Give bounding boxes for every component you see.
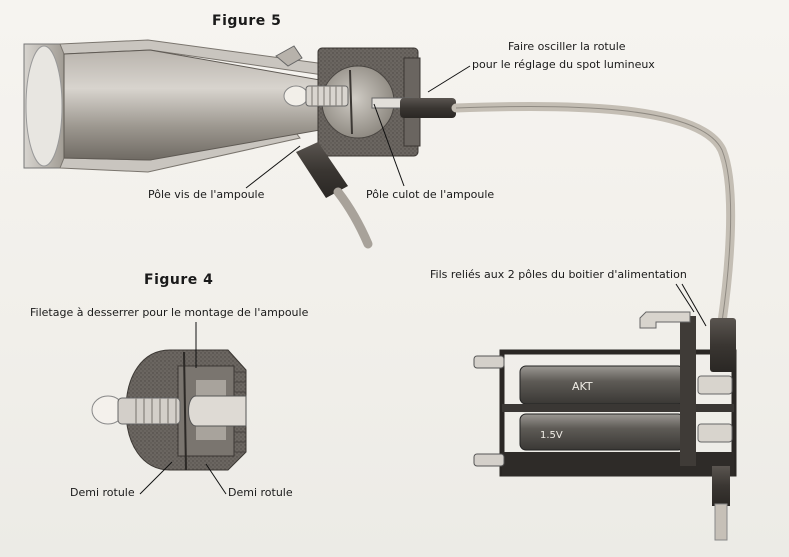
- figure5-title: Figure 5: [212, 13, 282, 29]
- label-base-pole: Pôle culot de l'ampoule: [366, 188, 495, 201]
- ball-joint-detail: [91, 349, 247, 471]
- top-stub: [275, 45, 303, 67]
- rod-bottom: [473, 453, 505, 467]
- battery-box: AKT 1.5V: [473, 311, 737, 541]
- label-half-left: Demi rotule: [70, 486, 135, 499]
- battery-top: [519, 365, 685, 405]
- plug-bottom: [712, 466, 730, 506]
- figure4-title: Figure 4: [144, 272, 214, 288]
- cable-sleeve-lower: [296, 142, 348, 198]
- flashlight-cutaway: [23, 39, 736, 327]
- lens-glass: [25, 45, 63, 167]
- label-oscillate-line1: Faire osciller la rotule: [508, 40, 626, 53]
- figure5-leaders: [245, 65, 707, 327]
- battery-box-floor: [502, 452, 734, 476]
- spring-contact-bottom: [697, 423, 733, 443]
- main-cable: [451, 101, 736, 327]
- lower-cable: [333, 187, 373, 249]
- label-screw-pole: Pôle vis de l'ampoule: [148, 188, 265, 201]
- bulb-glass: [283, 85, 309, 107]
- label-wires: Fils reliés aux 2 pôles du boitier d'ali…: [430, 268, 687, 281]
- battery-label-bottom: 1.5V: [540, 430, 563, 441]
- cable-sleeve-top: [400, 98, 456, 118]
- figure4-leaders: [139, 322, 227, 495]
- terminal-post: [680, 316, 696, 466]
- clip: [639, 311, 691, 329]
- ball-split: [349, 69, 353, 135]
- label-half-right: Demi rotule: [228, 486, 293, 499]
- detail-bulb-socket: [117, 397, 181, 425]
- bulb-socket: [305, 85, 349, 107]
- plug-top: [710, 318, 736, 372]
- rod-top: [473, 355, 505, 369]
- mid-rail: [502, 404, 734, 412]
- label-thread: Filetage à desserrer pour le montage de …: [30, 306, 309, 319]
- plug-lead: [714, 503, 728, 541]
- spring-contact-top: [697, 375, 733, 395]
- battery-label-top: AKT: [572, 380, 593, 393]
- detail-pin: [188, 395, 247, 427]
- label-oscillate-line2: pour le réglage du spot lumineux: [472, 58, 655, 71]
